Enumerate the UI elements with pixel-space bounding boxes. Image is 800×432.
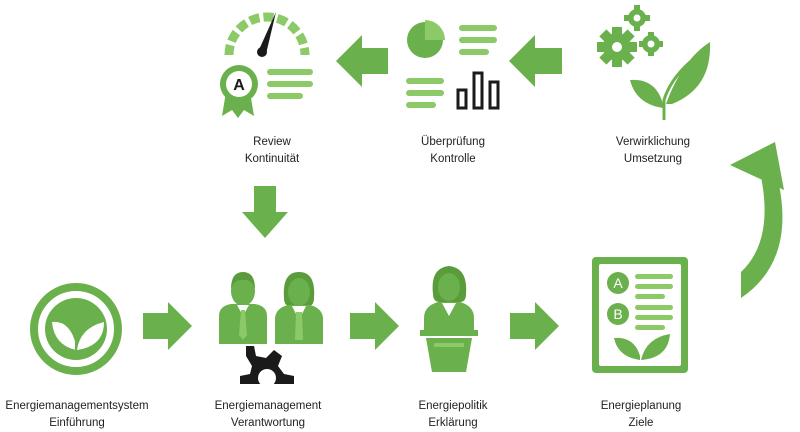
badge-b: B xyxy=(613,306,622,322)
label-line1: Review xyxy=(253,136,291,148)
gear-medium-icon xyxy=(639,32,663,56)
label-erklaerung: Energiepolitik Erklärung xyxy=(373,398,533,432)
award-letter: A xyxy=(233,77,245,94)
label-line1: Energiemanagementsystem xyxy=(5,400,149,412)
label-review: Review Kontinuität xyxy=(192,134,352,168)
chart-report-icon xyxy=(406,20,500,110)
label-line2: Ziele xyxy=(628,417,654,429)
leaf-circle-icon xyxy=(30,283,122,375)
gears-leaf-icon xyxy=(597,5,711,120)
label-line2: Einführung xyxy=(49,417,105,429)
arrow-curved-up xyxy=(730,142,784,298)
label-line2: Kontrolle xyxy=(430,153,476,165)
label-line1: Energieplanung xyxy=(600,400,682,412)
award-badge-icon: A xyxy=(220,65,258,118)
arrow-left-2 xyxy=(336,35,388,87)
speaker-podium-icon xyxy=(420,266,478,372)
label-line1: Energiemanagement xyxy=(214,400,322,412)
label-line2: Verantwortung xyxy=(230,417,306,429)
arrow-right-2 xyxy=(350,302,399,350)
clipboard-ab-icon: A B xyxy=(592,257,688,373)
label-umsetzung: Verwirklichung Umsetzung xyxy=(573,134,733,168)
label-ziele: Energieplanung Ziele xyxy=(561,398,721,432)
bar-chart-icon xyxy=(456,71,500,110)
team-gear-icon xyxy=(219,272,323,387)
label-line2: Kontinuität xyxy=(244,153,300,165)
label-line2: Erklärung xyxy=(428,417,478,429)
badge-a: A xyxy=(613,275,623,291)
gear-icon xyxy=(240,346,294,387)
label-line1: Energiepolitik xyxy=(418,400,488,412)
label-line2: Umsetzung xyxy=(623,153,683,165)
gear-large-icon xyxy=(597,27,637,67)
label-kontrolle: Überprüfung Kontrolle xyxy=(373,134,533,168)
arrow-left-1 xyxy=(509,35,562,87)
person-male-icon xyxy=(219,272,267,344)
arrow-down xyxy=(242,186,288,238)
label-line1: Verwirklichung xyxy=(615,136,691,148)
gear-small-icon xyxy=(624,5,650,31)
plant-leaf-icon xyxy=(630,42,711,120)
gauge-award-icon: A xyxy=(220,12,313,118)
label-verantwortung: Energiemanagement Verantwortung xyxy=(188,398,348,432)
label-einfuehrung: Energiemanagementsystem Einführung xyxy=(0,398,157,432)
gauge-needle-icon xyxy=(258,12,276,54)
arrow-right-1 xyxy=(143,302,192,350)
person-female-icon xyxy=(275,272,323,344)
label-line1: Überprüfung xyxy=(421,136,485,148)
arrow-right-3 xyxy=(510,302,559,350)
